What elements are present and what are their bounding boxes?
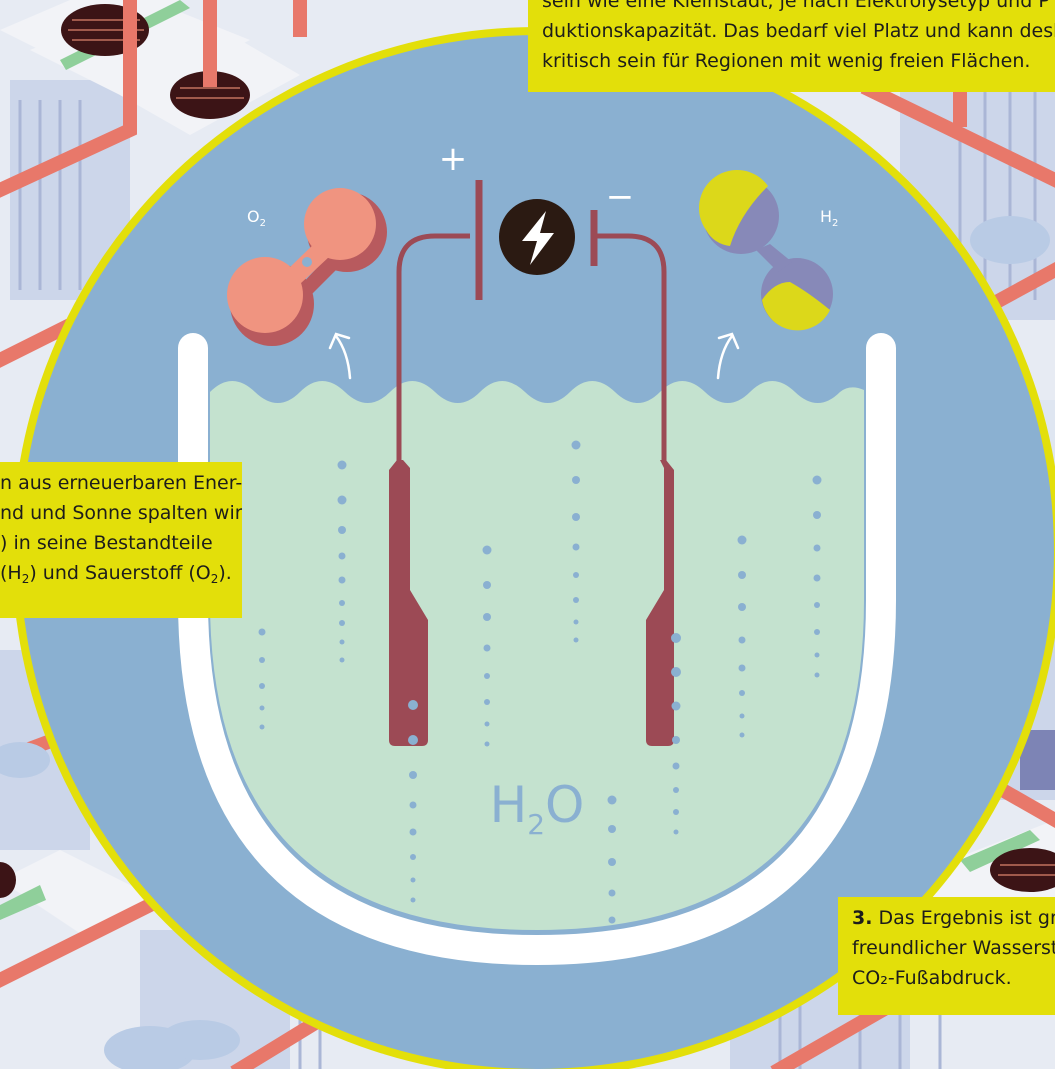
callout-top-line-3: kritisch sein für Regionen mit wenig fre… — [542, 50, 1031, 72]
callout-right-line-1: 3. Das Ergebnis ist gr — [852, 907, 1055, 929]
plus-sign: + — [439, 139, 468, 179]
water-liquid — [210, 362, 864, 930]
callout-area-requirement: sein wie eine Kleinstadt, je nach Elektr… — [528, 0, 1055, 92]
callout-right-line-2: freundlicher Wasserst — [852, 937, 1055, 959]
water-vessel — [178, 333, 896, 966]
vessel-wall — [178, 333, 896, 966]
callout-left-line-4: (H2) und Sauerstoff (O2). — [0, 562, 232, 586]
h2-label: H2 — [820, 207, 838, 229]
release-arrows — [328, 332, 740, 380]
callout-electrolysis-step: n aus erneuerbaren Ener- nd und Sonne sp… — [0, 462, 242, 618]
oxygen-bubbles — [258, 460, 418, 903]
callout-result-step: 3. Das Ergebnis ist gr freundlicher Wass… — [838, 897, 1055, 1015]
minus-sign: − — [606, 177, 635, 217]
oxygen-molecule — [227, 188, 387, 346]
callout-left-line-3: ) in seine Bestandteile — [0, 532, 213, 554]
callout-left-line-1: n aus erneuerbaren Ener- — [0, 472, 242, 494]
cathode-electrode — [646, 460, 674, 746]
hydrogen-molecule — [698, 169, 833, 331]
step-number: 3. — [852, 907, 873, 929]
anode-electrode — [389, 460, 428, 746]
callout-top-line-1: sein wie eine Kleinstadt, je nach Elektr… — [542, 0, 1050, 12]
power-source-icon — [499, 199, 575, 275]
o2-label: O2 — [247, 207, 266, 229]
callout-right-line-3: CO₂-Fußabdruck. — [852, 967, 1012, 989]
water-formula: H2O — [490, 776, 585, 841]
callout-top-line-2: duktionskapazität. Das bedarf viel Platz… — [542, 20, 1055, 42]
hydrogen-bubbles — [482, 440, 822, 924]
callout-left-line-2: nd und Sonne spalten wir — [0, 502, 242, 524]
circuit-wires — [396, 180, 667, 462]
